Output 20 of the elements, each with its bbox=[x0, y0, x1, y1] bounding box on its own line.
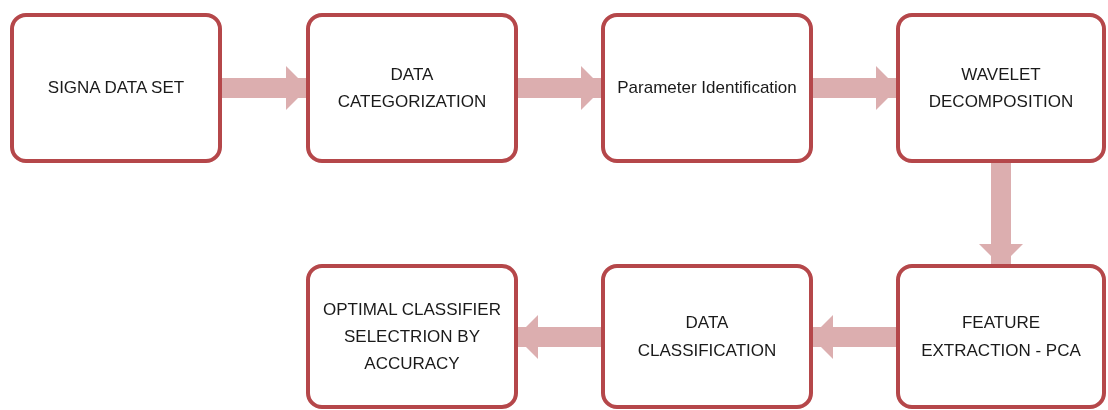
process-box bbox=[601, 264, 813, 409]
step-label: Parameter Identification bbox=[617, 77, 797, 100]
block-arrow bbox=[222, 66, 308, 110]
process-box bbox=[896, 13, 1106, 163]
block-arrow bbox=[979, 163, 1023, 266]
step-label: FEATURE EXTRACTION - PCA bbox=[920, 312, 1082, 362]
block-arrow bbox=[813, 66, 898, 110]
process-box bbox=[896, 264, 1106, 409]
step-label: DATA CLASSIFICATION bbox=[636, 312, 778, 362]
process-box bbox=[10, 13, 222, 163]
step-label: OPTIMAL CLASSIFIER SELECTRION BY ACCURACY bbox=[322, 298, 502, 376]
block-arrow bbox=[518, 66, 603, 110]
process-box bbox=[306, 13, 518, 163]
block-arrow bbox=[516, 315, 601, 359]
process-box bbox=[601, 13, 813, 163]
step-label: WAVELET DECOMPOSITION bbox=[927, 63, 1075, 113]
step-label: DATA CATEGORIZATION bbox=[336, 63, 488, 113]
process-box bbox=[306, 264, 518, 409]
step-label: SIGNA DATA SET bbox=[47, 77, 185, 100]
block-arrow bbox=[811, 315, 896, 359]
